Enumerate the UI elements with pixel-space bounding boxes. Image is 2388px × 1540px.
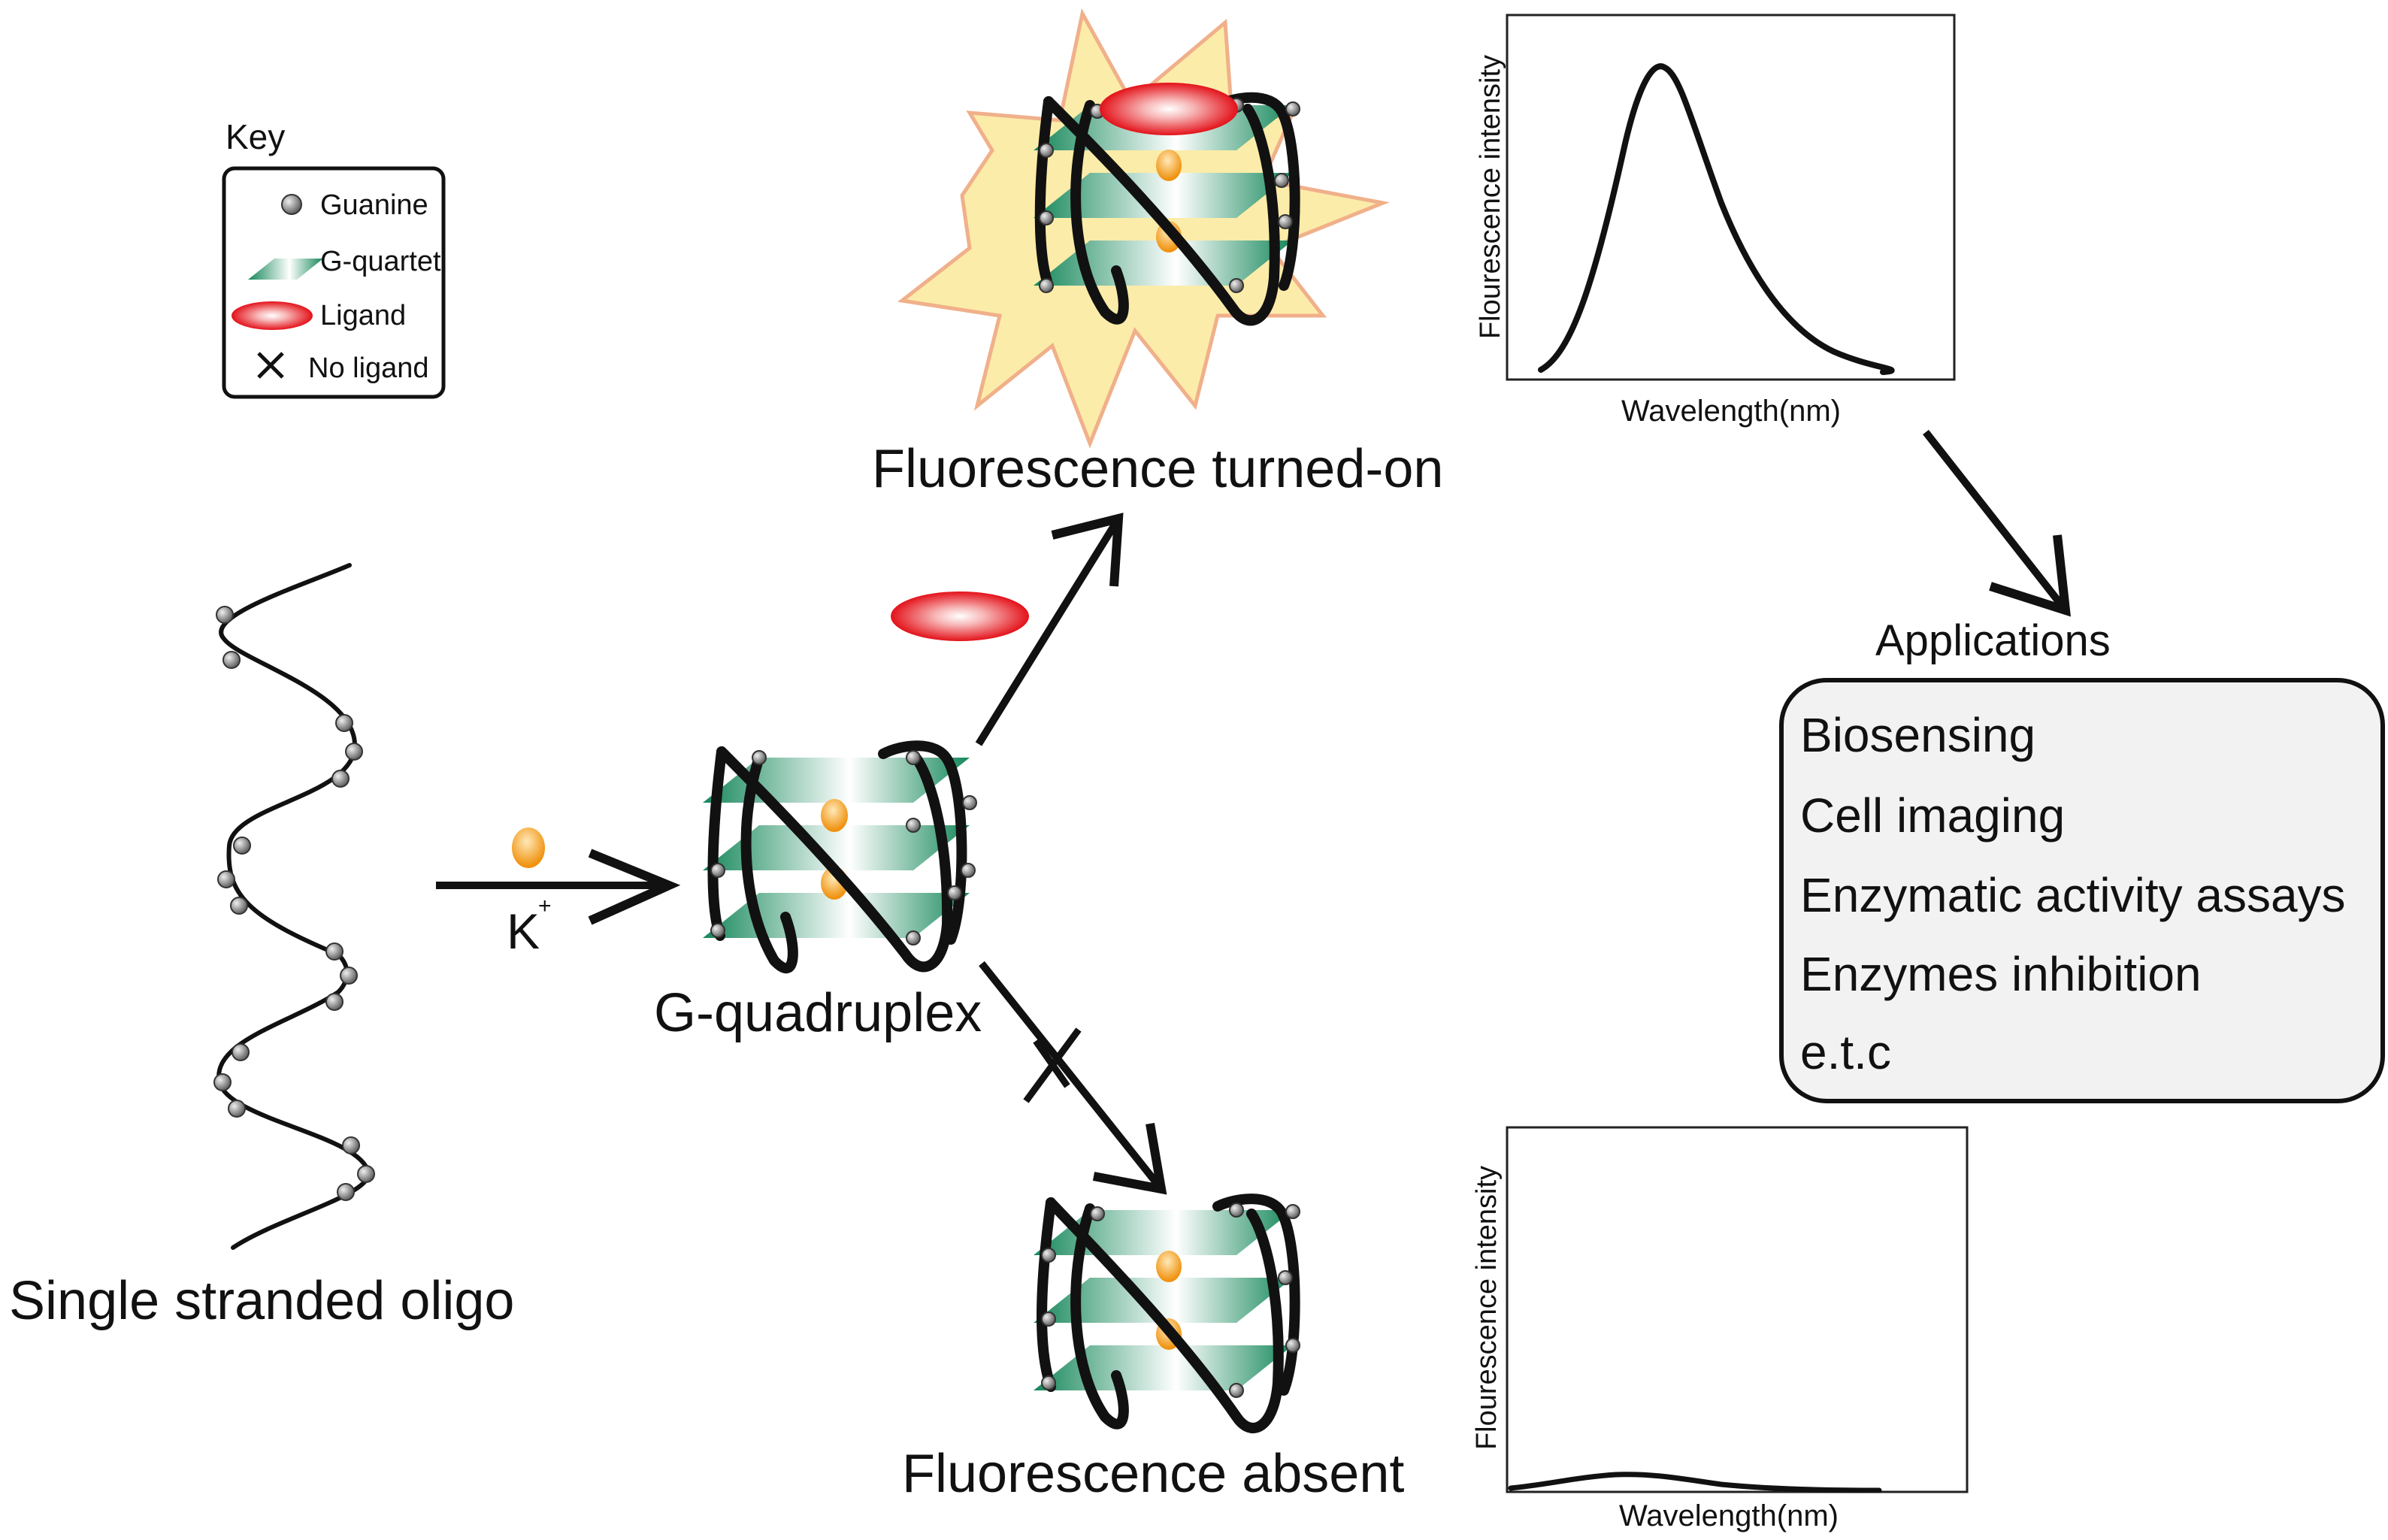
plot-absent-ylabel: Flourescence intensity: [1471, 1166, 1503, 1450]
key-box: [222, 166, 446, 399]
key-label-g-quartet: G-quartet: [320, 246, 441, 277]
application-item: Cell imaging: [1800, 788, 2065, 843]
fluorescence-on-structure: [897, 8, 1390, 449]
label-fluorescence-absent: Fluorescence absent: [902, 1444, 1404, 1504]
potassium-ion-icon: [821, 799, 848, 832]
plot-frame: [1506, 14, 1956, 381]
application-item: Enzymatic activity assays: [1800, 868, 2346, 922]
g-quartet-icon: [248, 259, 323, 280]
no-ligand-icon: [257, 352, 284, 379]
plot-on-ylabel: Flourescence intensity: [1475, 55, 1506, 339]
potassium-arrow: K +: [436, 827, 681, 959]
potassium-ion-icon: [1156, 1251, 1182, 1282]
emission-curve-low: [1508, 1472, 1882, 1493]
no-ligand-icon: [1023, 1027, 1082, 1103]
potassium-ion-icon: [1156, 150, 1182, 181]
glow-burst: [897, 8, 1390, 449]
plot-fluorescence-absent: Flourescence intensity Wavelength(nm): [1471, 1126, 1969, 1532]
application-item: Enzymes inhibition: [1800, 947, 2202, 1001]
label-potassium-superscript: +: [538, 894, 552, 918]
applications-box: [1779, 678, 2385, 1103]
single-stranded-oligo: [213, 563, 375, 1250]
potassium-ion-icon: [512, 827, 545, 868]
key-label-guanine: Guanine: [320, 189, 428, 221]
plot-on-xlabel: Wavelength(nm): [1621, 395, 1841, 428]
key-title: Key: [225, 117, 285, 156]
g-quadruplex-structure: [703, 740, 977, 974]
arrow-to-fluorescence-absent: [979, 961, 1167, 1195]
ligand-icon: [232, 301, 313, 330]
label-potassium: K: [507, 903, 540, 959]
application-item: e.t.c: [1800, 1025, 1891, 1079]
applications-panel: Applications Biosensing Cell imaging Enz…: [1779, 616, 2385, 1103]
applications-title: Applications: [1875, 616, 2111, 665]
plot-frame: [1506, 1126, 1969, 1493]
arrow-to-applications: [1923, 429, 2071, 617]
plot-absent-xlabel: Wavelength(nm): [1619, 1499, 1839, 1532]
key-label-no-ligand: No ligand: [308, 352, 429, 384]
arrow-to-fluorescence-on: [975, 513, 1124, 746]
plot-fluorescence-on: Flourescence intensity Wavelength(nm): [1475, 14, 1956, 428]
application-item: Biosensing: [1800, 708, 2035, 762]
ligand-icon: [1100, 83, 1238, 135]
label-g-quadruplex: G-quadruplex: [654, 983, 982, 1043]
ligand-icon: [891, 591, 1029, 641]
label-fluorescence-on: Fluorescence turned-on: [872, 439, 1443, 499]
key-legend: Key Guanine G-quartet Ligand No ligand: [222, 117, 446, 399]
fluorescence-absent-structure: [1034, 1194, 1300, 1433]
key-label-ligand: Ligand: [320, 300, 406, 331]
label-single-stranded-oligo: Single stranded oligo: [9, 1271, 514, 1331]
emission-curve-high: [1538, 63, 1895, 375]
guanine-icon: [281, 194, 302, 215]
